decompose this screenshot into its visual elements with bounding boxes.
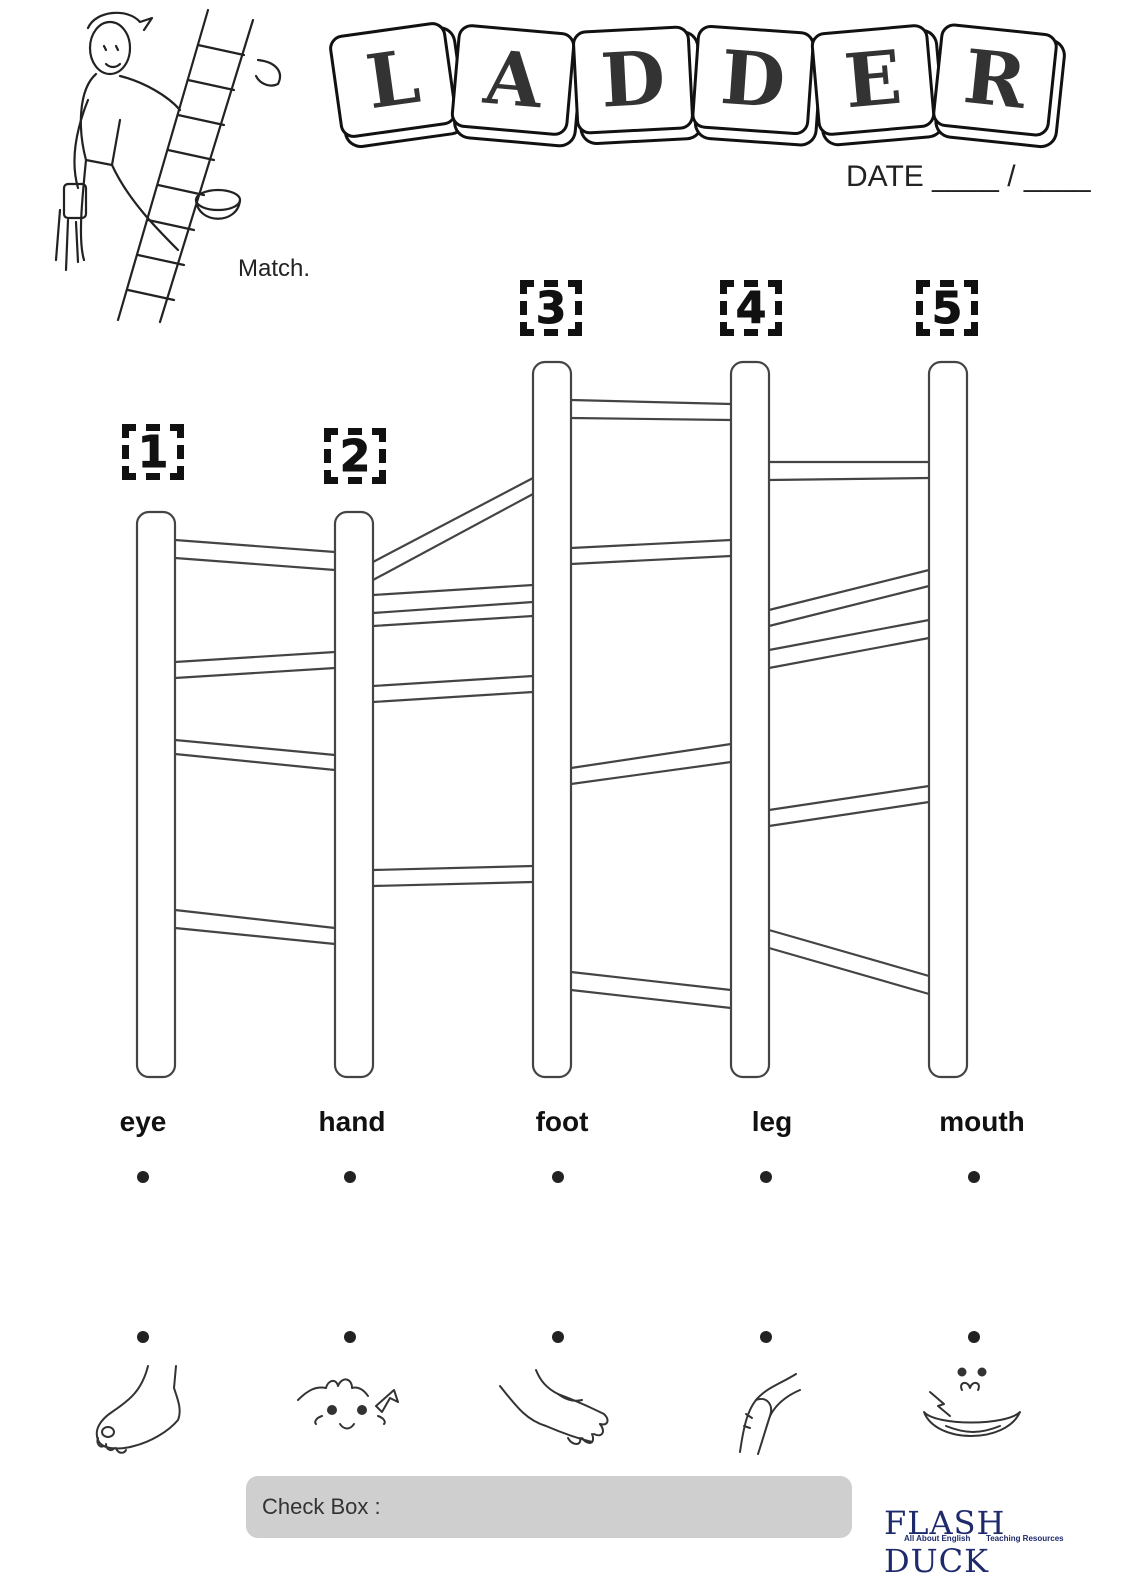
ladder-rail-1 [135, 510, 177, 1079]
mouth-picture [923, 1367, 1021, 1437]
brand-tagline: All About English Teaching Resources [904, 1534, 1064, 1543]
match-dot-top-2[interactable] [344, 1171, 356, 1183]
check-box [246, 1476, 852, 1538]
word-leg: leg [751, 1106, 793, 1137]
eyes-picture [297, 1378, 399, 1430]
ladder-maze [135, 360, 969, 1079]
match-dot-top-5[interactable] [968, 1171, 980, 1183]
leg-picture [739, 1373, 801, 1455]
word-eye: eye [119, 1106, 167, 1137]
painter-on-ladder-illustration [54, 8, 282, 324]
ladder-rail-2 [333, 510, 375, 1079]
number-tag-2: 2 [324, 428, 386, 484]
number-tag-5: 5 [916, 280, 978, 336]
check-box-label: Check Box : [262, 1494, 381, 1519]
hand-picture [499, 1369, 609, 1445]
match-dot-bottom-2[interactable] [344, 1331, 356, 1343]
date-label: DATE ____ / ____ [846, 160, 1091, 193]
number-tag-3: 3 [520, 280, 582, 336]
match-dot-top-4[interactable] [760, 1171, 772, 1183]
match-dot-bottom-4[interactable] [760, 1331, 772, 1343]
number-tag-1: 1 [122, 424, 184, 480]
word-hand: hand [318, 1106, 386, 1137]
match-dot-top-3[interactable] [552, 1171, 564, 1183]
match-dot-top-1[interactable] [137, 1171, 149, 1183]
brand-logo: FLASH DUCK All About English Teaching Re… [884, 1504, 1114, 1580]
ladder-rail-4 [729, 360, 771, 1079]
ladder-rail-3 [531, 360, 573, 1079]
number-tag-4: 4 [720, 280, 782, 336]
foot-picture [95, 1365, 181, 1454]
word-mouth: mouth [939, 1106, 1025, 1137]
match-dot-bottom-1[interactable] [137, 1331, 149, 1343]
match-dot-bottom-5[interactable] [968, 1331, 980, 1343]
word-foot: foot [535, 1106, 589, 1137]
instruction-text: Match. [238, 255, 311, 282]
match-dot-bottom-3[interactable] [552, 1331, 564, 1343]
ladder-rail-5 [927, 360, 969, 1079]
